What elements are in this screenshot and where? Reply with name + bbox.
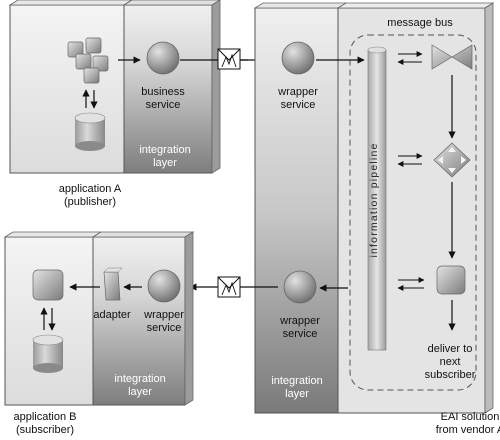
adapter-label: adapter [93, 309, 131, 321]
application-b-title: application B [14, 411, 77, 423]
wrapper-service-top-icon [281, 41, 315, 75]
wrapper-service-top-label-2: service [281, 99, 316, 111]
application-a-subtitle: (publisher) [64, 196, 116, 208]
integration-layer-label-eai-2: layer [285, 388, 309, 400]
delivery-box-icon [436, 265, 466, 295]
message-bus-boundary [349, 34, 477, 391]
application-b-box-icon [32, 269, 64, 301]
integration-layer-label-b-2: layer [128, 386, 152, 398]
application-b-panel [3, 231, 195, 406]
wrapper-service-bottom-icon [283, 270, 317, 304]
application-a-title: application A [59, 183, 122, 195]
eai-solution-panel [253, 2, 495, 414]
deliver-label-3: subscriber [425, 369, 476, 381]
application-b-subtitle: (subscriber) [16, 424, 74, 436]
application-cubes-icon [67, 37, 109, 84]
information-pipeline [367, 46, 387, 351]
deliver-label: deliver to [428, 343, 473, 355]
integration-layer-label-a-2: layer [153, 157, 177, 169]
integration-layer-label-b: integration [114, 373, 165, 385]
routing-diamond-icon [433, 142, 471, 178]
wrapper-service-b-icon [147, 269, 181, 303]
bidirectional-arrows-icon [82, 89, 98, 109]
transform-bowtie-icon [431, 44, 473, 70]
message-envelope-icon [217, 48, 241, 70]
integration-layer-label-a: integration [139, 144, 190, 156]
eai-solution-title-2: from vendor A [436, 424, 500, 436]
wrapper-service-top-label: wrapper [277, 86, 318, 98]
business-service-icon [146, 41, 180, 75]
information-pipeline-label: information pipeline [368, 142, 380, 257]
business-service-label: business [141, 86, 185, 98]
wrapper-service-b-label-2: service [147, 322, 182, 334]
adapter-icon [103, 267, 123, 301]
database-icon-b [32, 334, 64, 373]
database-icon [74, 112, 106, 151]
message-envelope-icon-bottom [217, 276, 241, 298]
bidirectional-arrows-icon-b [40, 307, 56, 331]
eai-solution-title: EAI solution [441, 411, 500, 423]
wrapper-service-bottom-label-2: service [283, 328, 318, 340]
integration-layer-label-eai: integration [271, 375, 322, 387]
wrapper-service-b-label: wrapper [143, 309, 184, 321]
deliver-label-2: next [440, 356, 461, 368]
business-service-label-2: service [146, 99, 181, 111]
wrapper-service-bottom-label: wrapper [279, 315, 320, 327]
application-a-panel [8, 0, 221, 174]
message-bus-label: message bus [387, 17, 453, 29]
